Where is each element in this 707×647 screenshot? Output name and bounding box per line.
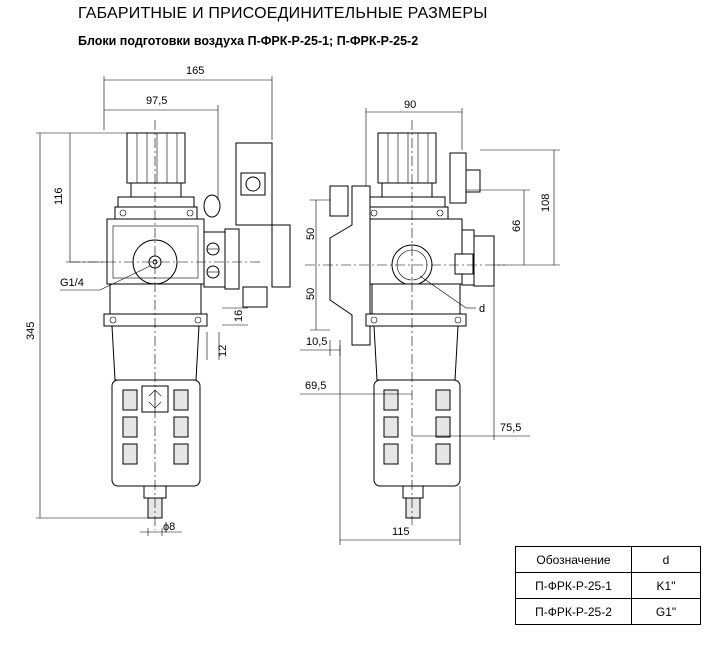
front-body (106, 218, 205, 285)
table-cell: K1" (631, 572, 701, 599)
dim-66: 66 (511, 220, 523, 232)
side-body (369, 218, 463, 285)
port-thread-label: G1/4 (60, 277, 84, 289)
table-header-cell: d (631, 546, 701, 573)
dim-345: 345 (25, 322, 37, 340)
side-bracket (329, 185, 371, 346)
dim-90: 90 (404, 99, 416, 111)
dim-50-lower: 50 (305, 288, 317, 300)
table-row: П-ФРК-Р-25-1 K1" (515, 572, 701, 599)
dim-108: 108 (540, 194, 552, 212)
dim-75-5: 75,5 (500, 422, 521, 434)
front-view: 165 97,5 116 345 G1/4 16 12 ϕ8 (25, 65, 291, 536)
front-bowl-top (111, 325, 200, 381)
table-cell: П-ФРК-Р-25-1 (515, 572, 632, 599)
table-cell: П-ФРК-Р-25-2 (515, 598, 632, 625)
designation-table: Обозначение d П-ФРК-Р-25-1 K1" П-ФРК-Р-2… (515, 546, 701, 625)
table-header-cell: Обозначение (515, 546, 632, 573)
dim-12: 12 (217, 345, 229, 357)
side-knob (377, 132, 437, 184)
table-cell: G1" (631, 598, 701, 625)
table-header-row: Обозначение d (515, 546, 701, 573)
dim-16: 16 (233, 310, 245, 322)
dim-115: 115 (392, 526, 410, 538)
dim-10-5: 10,5 (306, 336, 327, 348)
dim-50-upper: 50 (305, 228, 317, 240)
drawing-subtitle: Блоки подготовки воздуха П-ФРК-Р-25-1; П… (78, 34, 419, 48)
dim-phi-8: ϕ8 (163, 521, 175, 533)
side-view: 90 50 50 10,5 69,5 75,5 66 108 115 (300, 99, 560, 545)
port-d-label: d (479, 303, 485, 315)
drawing-title: ГАБАРИТНЫЕ И ПРИСОЕДИНИТЕЛЬНЫЕ РАЗМЕРЫ (78, 5, 488, 22)
dim-97-5: 97,5 (146, 95, 167, 107)
table-row: П-ФРК-Р-25-2 G1" (515, 598, 701, 625)
dim-69-5: 69,5 (305, 380, 326, 392)
front-knob (126, 132, 186, 184)
dim-165: 165 (186, 65, 204, 77)
dim-116: 116 (53, 187, 65, 205)
